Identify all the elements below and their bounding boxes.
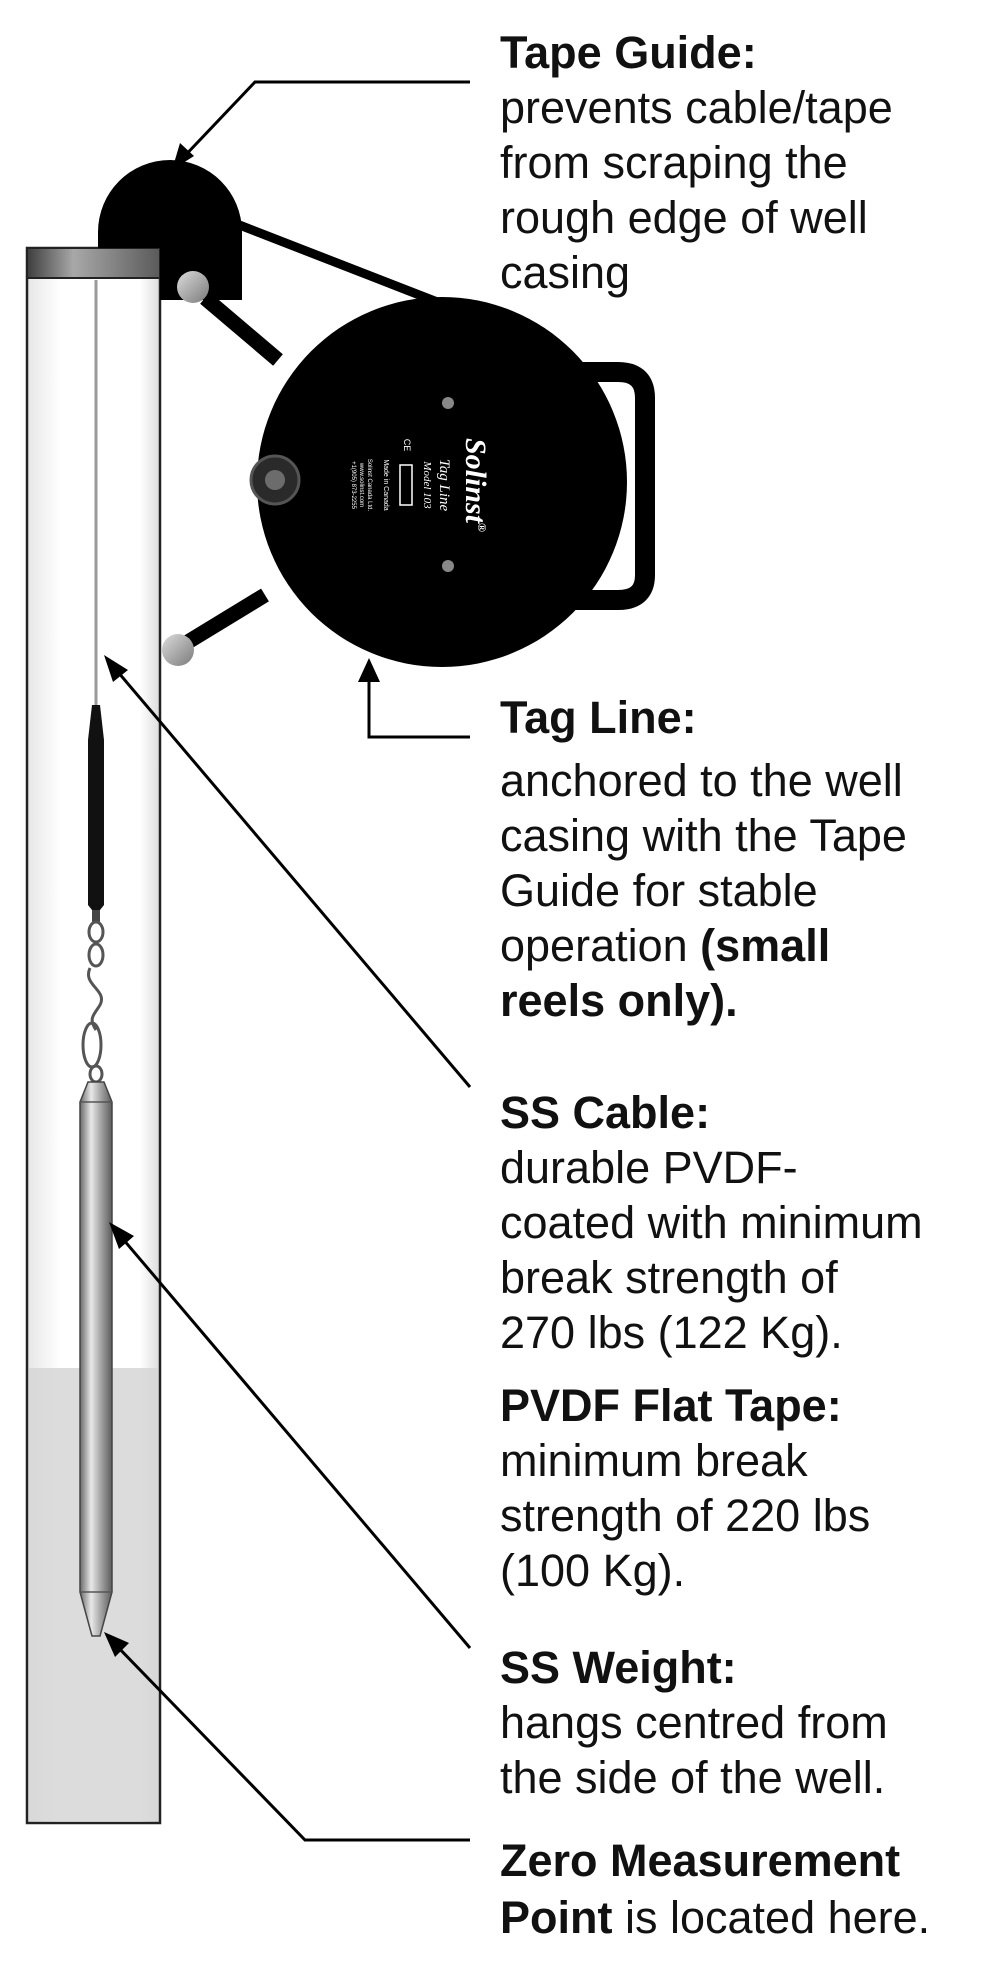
label-zero-point: Zero Measurement Point is located here. — [500, 1832, 995, 1946]
leader-ss-weight — [115, 1231, 472, 1649]
zero-point-line-1: Zero Measurement — [500, 1835, 901, 1886]
tape-guide-line-2: from scraping the — [500, 137, 848, 188]
reel-screw-bottom — [442, 560, 454, 572]
pvdf-tape-line-3: (100 Kg). — [500, 1545, 686, 1596]
tag-line-line-5: reels only). — [500, 975, 738, 1026]
ss-weight-line-1: hangs centred from — [500, 1697, 888, 1748]
label-pvdf-tape: PVDF Flat Tape: minimum break strength o… — [500, 1378, 995, 1598]
reel-model: Model 103 — [421, 460, 433, 509]
tag-line-line-3: Guide for stable — [500, 865, 818, 916]
reel-frame-arms — [162, 191, 447, 666]
leader-tape-guide — [176, 80, 470, 165]
tag-line-reel: Solinst® Tag Line Model 103 Made in Cana… — [249, 297, 627, 667]
tape-guide — [98, 160, 242, 303]
swivel-links — [81, 920, 105, 1084]
reel-address-line-1: Solinst Canada Ltd. — [366, 459, 372, 512]
pvdf-tape-line-1: minimum break — [500, 1435, 808, 1486]
arrowhead-tag-line — [358, 658, 380, 682]
cable-connector — [88, 705, 104, 910]
label-ss-cable: SS Cable: durable PVDF- coated with mini… — [500, 1085, 995, 1360]
ss-cable-line-2: coated with minimum — [500, 1197, 923, 1248]
leader-ss-cable — [110, 664, 472, 1088]
arrowhead-ss-cable — [104, 655, 128, 682]
tag-line-line-4-plain: operation — [500, 920, 701, 971]
tag-line-line-1: anchored to the well — [500, 755, 903, 806]
callout-leaders — [109, 80, 472, 1842]
pvdf-tape-title: PVDF Flat Tape: — [500, 1380, 842, 1431]
zero-point-line-2-plain: is located here. — [612, 1892, 931, 1943]
label-tape-guide: Tape Guide: prevents cable/tape from scr… — [500, 25, 995, 300]
reel-screw-top — [442, 397, 454, 409]
zero-point-line-2-bold: Point — [500, 1892, 613, 1943]
reel-serial-box — [399, 464, 413, 506]
casing-cap — [26, 247, 161, 279]
tape-guide-bolt — [177, 271, 209, 303]
reel-ce-mark: CE — [402, 439, 412, 452]
tape-guide-line-4: casing — [500, 247, 631, 298]
tape-guide-line-3: rough edge of well — [500, 192, 868, 243]
callout-arrowheads — [104, 143, 380, 1657]
ss-cable-title: SS Cable: — [500, 1087, 711, 1138]
tag-line-title: Tag Line: — [500, 692, 697, 743]
label-ss-weight: SS Weight: hangs centred from the side o… — [500, 1640, 995, 1805]
ss-weight-title: SS Weight: — [500, 1642, 737, 1693]
ss-weight — [79, 1081, 113, 1637]
arrowhead-tape-guide — [172, 143, 194, 170]
tape-guide-line-1: prevents cable/tape — [500, 82, 893, 133]
leader-tag-line — [367, 668, 470, 739]
reel-made-in: Made in Canada — [382, 459, 389, 510]
reel-address-line-2: www.solinst.com — [358, 462, 364, 507]
ss-weight-line-2: the side of the well. — [500, 1752, 886, 1803]
reel-address-line-3: +1(905) 873-2255 — [350, 461, 356, 510]
ss-cable-line-4: 270 lbs (122 Kg). — [500, 1307, 843, 1358]
arrowhead-zero-point — [104, 1632, 129, 1657]
ss-cable-line-3: break strength of — [500, 1252, 838, 1303]
pvdf-tape-line-2: strength of 220 lbs — [500, 1490, 871, 1541]
label-tag-line: Tag Line: anchored to the well casing wi… — [500, 690, 995, 1028]
tape-guide-title: Tape Guide: — [500, 27, 757, 78]
leader-zero-point — [109, 1638, 470, 1842]
tag-line-line-4-bold: (small — [700, 920, 831, 971]
reel-brand-logo: Solinst® — [459, 438, 492, 532]
ss-cable-line-1: durable PVDF- — [500, 1142, 798, 1193]
arrowhead-ss-weight — [109, 1222, 134, 1249]
probe-assembly — [79, 280, 113, 1637]
zero-point-line-2: Point is located here. — [500, 1889, 995, 1946]
tag-line-line-2: casing with the Tape — [500, 810, 907, 861]
anchor-bolt — [162, 634, 194, 666]
tag-line-line-4: operation (small — [500, 918, 995, 973]
reel-product-name: Tag Line — [436, 459, 452, 512]
reel-handle — [555, 362, 655, 610]
